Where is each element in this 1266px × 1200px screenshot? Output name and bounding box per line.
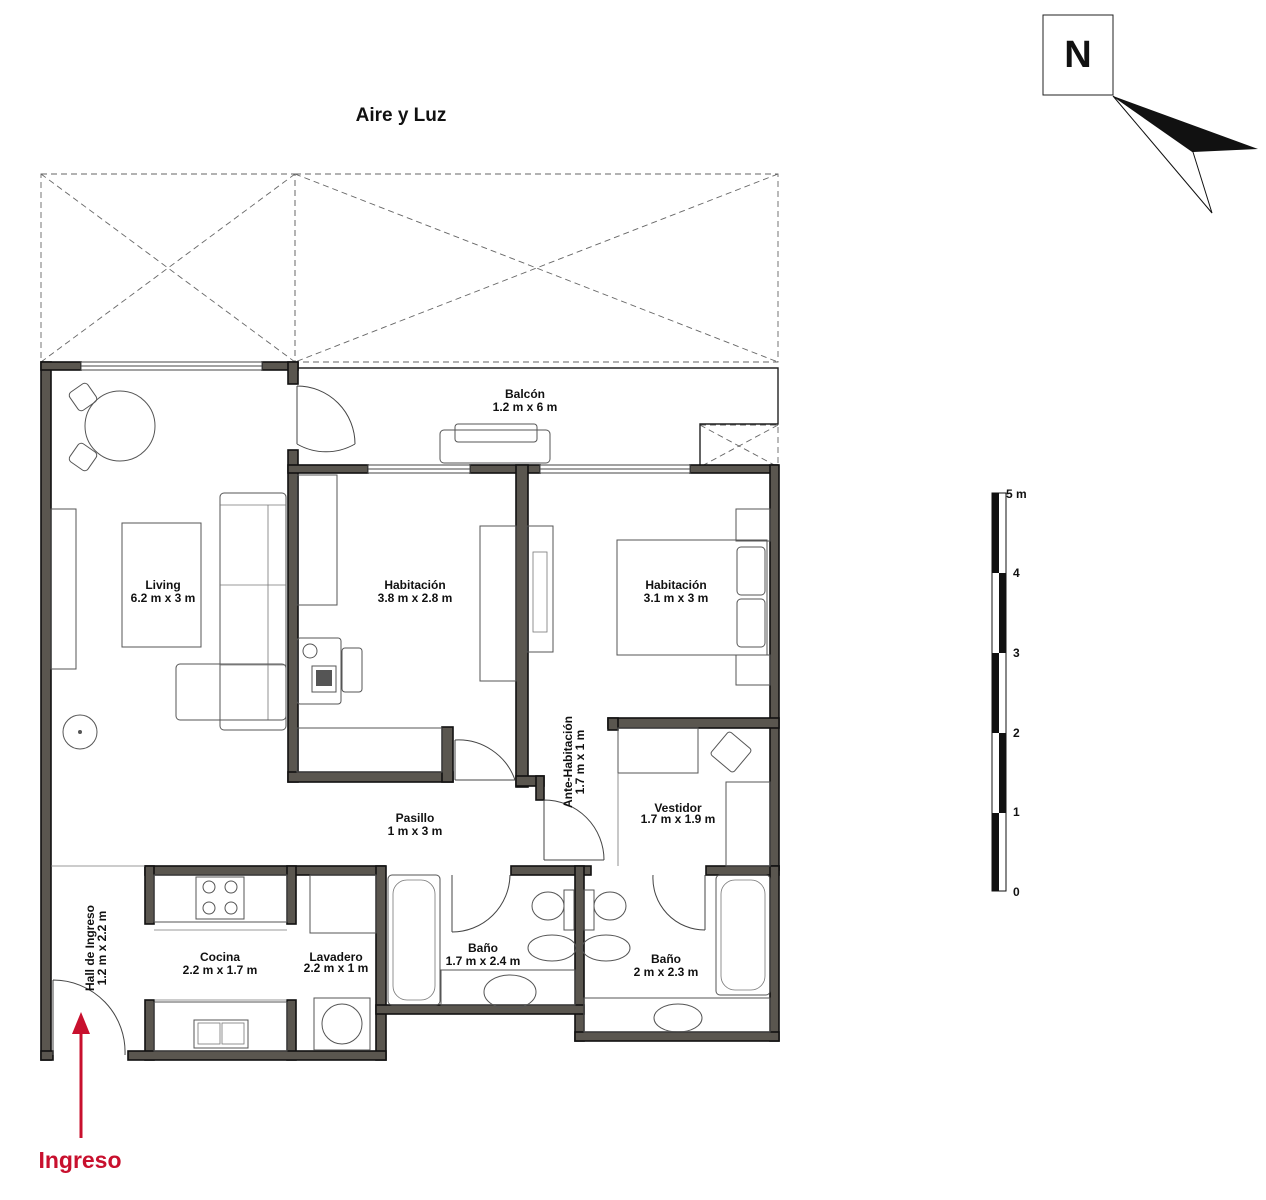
light-well xyxy=(40,173,779,468)
room-labels: Balcón 1.2 m x 6 m Living 6.2 m x 3 m Ha… xyxy=(83,387,715,991)
furniture xyxy=(50,382,771,1052)
scale-label-4: 4 xyxy=(1013,566,1020,580)
scale-label-3: 3 xyxy=(1013,646,1020,660)
room-dims-bano1: 1.7 m x 2.4 m xyxy=(446,954,521,968)
windows xyxy=(80,361,691,474)
room-dims-hall: 1.2 m x 2.2 m xyxy=(95,911,109,986)
room-name-antehab: Ante-Habitación xyxy=(561,716,575,808)
room-dims-pasillo: 1 m x 3 m xyxy=(388,824,443,838)
room-name-pasillo: Pasillo xyxy=(396,811,435,825)
room-name-cocina: Cocina xyxy=(200,950,240,964)
room-name-hall: Hall de Ingreso xyxy=(83,905,97,991)
room-name-vestidor: Vestidor xyxy=(654,801,702,815)
room-dims-living: 6.2 m x 3 m xyxy=(131,591,196,605)
room-dims-vestidor: 1.7 m x 1.9 m xyxy=(641,812,716,826)
divider-lines xyxy=(51,773,619,1001)
north-arrow-icon: N xyxy=(1042,14,1258,214)
scale-label-0: 0 xyxy=(1013,885,1020,899)
room-dims-bano2: 2 m x 2.3 m xyxy=(634,965,699,979)
room-name-lavadero: Lavadero xyxy=(309,950,362,964)
room-dims-lavadero: 2.2 m x 1 m xyxy=(304,961,369,975)
entrance-marker: Ingreso xyxy=(38,1012,122,1173)
doors xyxy=(52,739,706,1056)
room-dims-balcon: 1.2 m x 6 m xyxy=(493,400,558,414)
room-name-hab2: Habitación xyxy=(645,578,706,592)
scale-label-5: 5 m xyxy=(1006,487,1027,501)
room-dims-antehab: 1.7 m x 1 m xyxy=(573,730,587,795)
balcony xyxy=(295,367,779,467)
room-name-living: Living xyxy=(145,578,180,592)
room-name-bano2: Baño xyxy=(651,952,681,966)
compass-label: N xyxy=(1064,34,1091,76)
entrance-label: Ingreso xyxy=(38,1147,121,1173)
scale-label-2: 2 xyxy=(1013,726,1020,740)
room-dims-cocina: 2.2 m x 1.7 m xyxy=(183,963,258,977)
room-dims-hab2: 3.1 m x 3 m xyxy=(644,591,709,605)
room-name-hab1: Habitación xyxy=(384,578,445,592)
scale-bar: 0 1 2 3 4 5 m xyxy=(991,487,1027,899)
room-name-bano1: Baño xyxy=(468,941,498,955)
scale-label-1: 1 xyxy=(1013,805,1020,819)
room-dims-hab1: 3.8 m x 2.8 m xyxy=(378,591,453,605)
plan-title: Aire y Luz xyxy=(356,105,447,126)
room-name-balcon: Balcón xyxy=(505,387,545,401)
